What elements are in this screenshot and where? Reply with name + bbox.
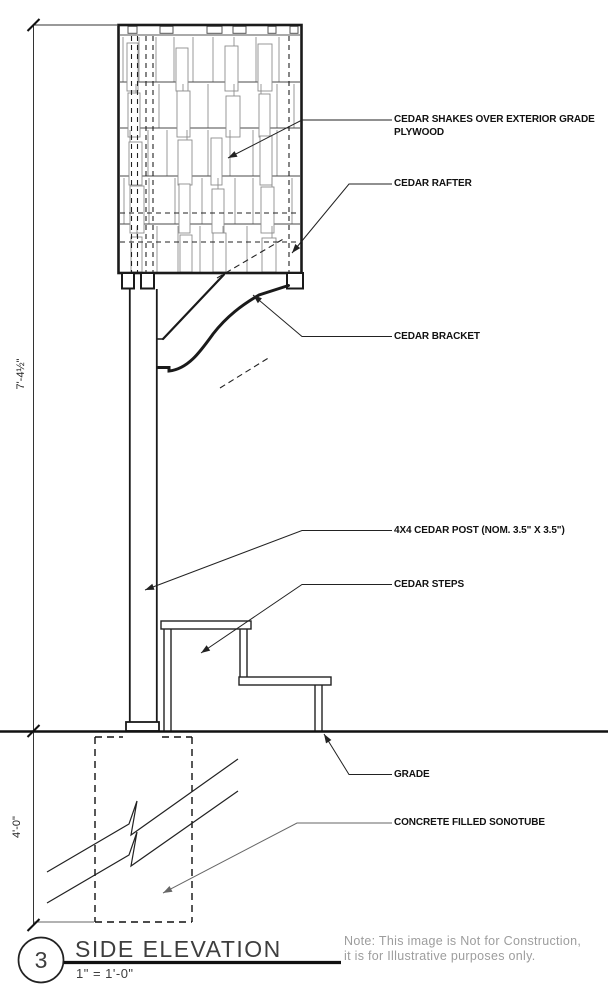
drawing-title: SIDE ELEVATION [75, 936, 282, 962]
cedar-steps [160, 620, 332, 731]
leader-bracket [252, 294, 392, 337]
callout-post: 4X4 CEDAR POST (NOM. 3.5" X 3.5") [394, 525, 565, 536]
leader-shakes [227, 119, 392, 159]
detail-number-circle [17, 936, 65, 984]
callout-shakes: CEDAR SHAKES OVER EXTERIOR GRADE PLYWOOD [394, 113, 595, 139]
dimension-below-grade: 4'-0" [11, 816, 23, 838]
disclaimer-note: Note: This image is Not for Construction… [344, 934, 581, 964]
leader-grade [323, 733, 392, 775]
ridge-cap-shakes [120, 25, 300, 36]
leader-rafter [291, 183, 392, 254]
detail-number: 3 [35, 947, 48, 973]
cedar-bracket [156, 273, 290, 373]
leader-post [144, 530, 392, 591]
leader-sonotube [162, 822, 392, 894]
callout-rafter: CEDAR RAFTER [394, 178, 472, 189]
leader-steps [200, 584, 392, 654]
hidden-post-and-rafter-lines [120, 36, 299, 389]
disclaimer-note-line1: Note: This image is Not for Construction… [344, 934, 582, 948]
callout-bracket: CEDAR BRACKET [394, 331, 480, 342]
callout-shakes-line2: PLYWOOD [394, 127, 445, 138]
callout-steps: CEDAR STEPS [394, 579, 465, 590]
drawing-scale: 1" = 1'-0" [76, 966, 134, 981]
callout-shakes-line1: CEDAR SHAKES OVER EXTERIOR GRADE [394, 114, 595, 125]
break-lines [46, 758, 239, 904]
roof-outline [117, 23, 303, 275]
rafter-tails [121, 272, 304, 290]
cedar-post [125, 289, 160, 732]
callout-sonotube: CONCRETE FILLED SONOTUBE [394, 817, 545, 828]
title-block: 3 [17, 936, 341, 984]
dimension-above-grade: 7'-4½" [15, 358, 27, 389]
dimension-lines: 7'-4½" 4'-0" [11, 18, 117, 932]
disclaimer-note-line2: it is for Illustrative purposes only. [344, 949, 536, 963]
sonotube-outline [94, 736, 193, 923]
cedar-shakes-texture [120, 37, 300, 273]
callout-grade: GRADE [394, 769, 430, 780]
